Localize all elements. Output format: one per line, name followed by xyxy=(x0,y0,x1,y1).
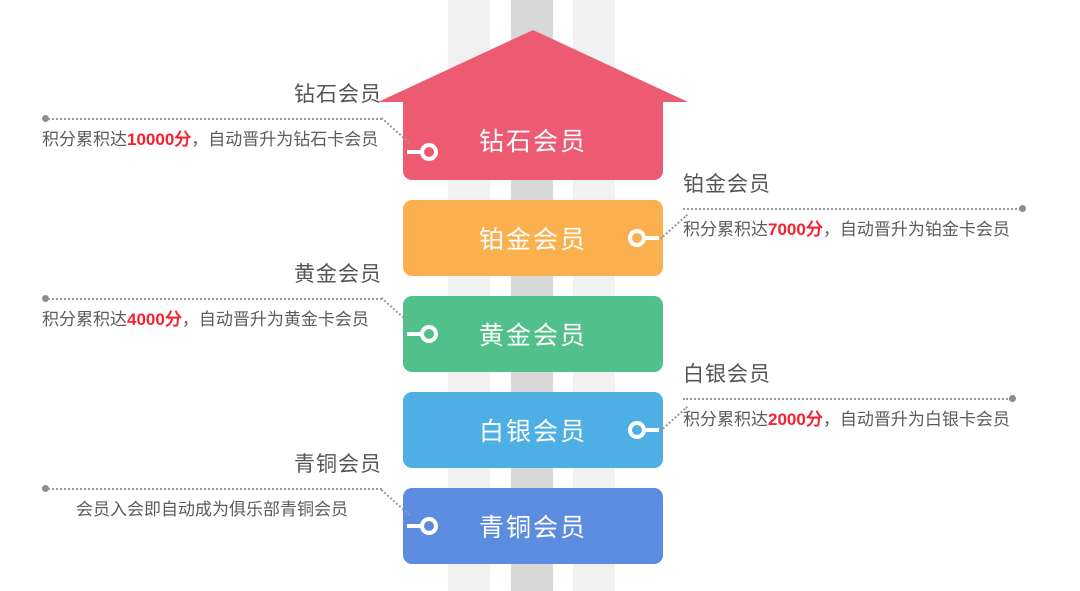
annotation-title-silver: 白银会员 xyxy=(683,363,771,386)
connector-ring-icon xyxy=(420,143,438,161)
tier-bar-diamond[interactable]: 钻石会员 xyxy=(403,100,663,180)
annotation-text-pre: 积分累积达 xyxy=(683,220,768,239)
annotation-silver: 白银会员 积分累积达2000分，自动晋升为白银卡会员 xyxy=(683,358,1023,435)
annotation-gold: 黄金会员 积分累积达4000分，自动晋升为黄金卡会员 xyxy=(42,258,382,335)
connector-stem-icon xyxy=(407,524,421,528)
annotation-body-platinum: 积分累积达7000分，自动晋升为铂金卡会员 xyxy=(683,215,1033,245)
leader-dots-icon xyxy=(683,208,1021,210)
annotation-text-pre: 积分累积达 xyxy=(683,410,768,429)
leader-endpoint-dot-icon xyxy=(1009,395,1016,402)
leader-endpoint-dot-icon xyxy=(42,295,49,302)
leader-dots-icon xyxy=(683,398,1011,400)
connector-ring-icon xyxy=(628,229,646,247)
connector-platinum xyxy=(628,229,662,247)
annotation-text-pre: 积分累积达 xyxy=(42,130,127,149)
connector-silver xyxy=(628,421,662,439)
connector-ring-icon xyxy=(420,325,438,343)
annotation-body-diamond: 积分累积达10000分，自动晋升为钻石卡会员 xyxy=(42,125,382,155)
annotation-body-gold: 积分累积达4000分，自动晋升为黄金卡会员 xyxy=(42,305,382,335)
annotation-diamond: 钻石会员 积分累积达10000分，自动晋升为钻石卡会员 xyxy=(42,78,382,155)
connector-stem-icon xyxy=(645,428,659,432)
annotation-title-platinum: 铂金会员 xyxy=(683,173,771,196)
annotation-text-post: ，自动晋升为钻石卡会员 xyxy=(191,130,379,149)
tier-bar-label-platinum: 铂金会员 xyxy=(478,226,587,254)
diamond-roof-icon xyxy=(378,30,688,102)
connector-diamond xyxy=(404,143,438,161)
connector-ring-icon xyxy=(420,517,438,535)
annotation-points-value: 4000分 xyxy=(127,310,182,329)
annotation-text-pre: 会员入会即自动成为俱乐部青铜会员 xyxy=(76,500,348,519)
annotation-text-post: ，自动晋升为黄金卡会员 xyxy=(181,310,369,329)
leader-line-bronze xyxy=(42,484,382,493)
tier-bar-label-gold: 黄金会员 xyxy=(478,322,587,350)
tier-bar-bronze[interactable]: 青铜会员 xyxy=(403,488,663,564)
annotation-body-silver: 积分累积达2000分，自动晋升为白银卡会员 xyxy=(683,405,1023,435)
connector-bronze xyxy=(404,517,438,535)
annotation-platinum: 铂金会员 积分累积达7000分，自动晋升为铂金卡会员 xyxy=(683,168,1033,245)
leader-line-platinum xyxy=(683,204,1033,213)
annotation-title-bronze: 青铜会员 xyxy=(294,453,382,476)
tier-bar-gold[interactable]: 黄金会员 xyxy=(403,296,663,372)
annotation-points-value: 7000分 xyxy=(768,220,823,239)
annotation-body-bronze: 会员入会即自动成为俱乐部青铜会员 xyxy=(42,495,382,525)
annotation-text-pre: 积分累积达 xyxy=(42,310,127,329)
leader-endpoint-dot-icon xyxy=(42,485,49,492)
leader-line-diamond xyxy=(42,114,382,123)
annotation-points-value: 10000分 xyxy=(127,130,192,149)
annotation-points-value: 2000分 xyxy=(768,410,823,429)
leader-line-silver xyxy=(683,394,1023,403)
leader-line-gold xyxy=(42,294,382,303)
annotation-title-gold: 黄金会员 xyxy=(294,263,382,286)
annotation-text-post: ，自动晋升为白银卡会员 xyxy=(822,410,1010,429)
connector-ring-icon xyxy=(628,421,646,439)
leader-dots-icon xyxy=(48,298,382,300)
tier-bar-silver[interactable]: 白银会员 xyxy=(403,392,663,468)
annotation-title-diamond: 钻石会员 xyxy=(294,83,382,106)
annotation-bronze: 青铜会员 会员入会即自动成为俱乐部青铜会员 xyxy=(42,448,382,525)
leader-dots-icon xyxy=(48,488,382,490)
tier-bar-platinum[interactable]: 铂金会员 xyxy=(403,200,663,276)
connector-stem-icon xyxy=(407,332,421,336)
leader-endpoint-dot-icon xyxy=(1019,205,1026,212)
tier-bar-label-silver: 白银会员 xyxy=(478,418,587,446)
annotation-text-post: ，自动晋升为铂金卡会员 xyxy=(822,220,1010,239)
leader-dots-icon xyxy=(48,118,382,120)
connector-stem-icon xyxy=(407,150,421,154)
connector-stem-icon xyxy=(645,236,659,240)
tier-bar-label-bronze: 青铜会员 xyxy=(478,514,587,542)
tier-bar-label-diamond: 钻石会员 xyxy=(478,128,587,156)
leader-endpoint-dot-icon xyxy=(42,115,49,122)
connector-gold xyxy=(404,325,438,343)
